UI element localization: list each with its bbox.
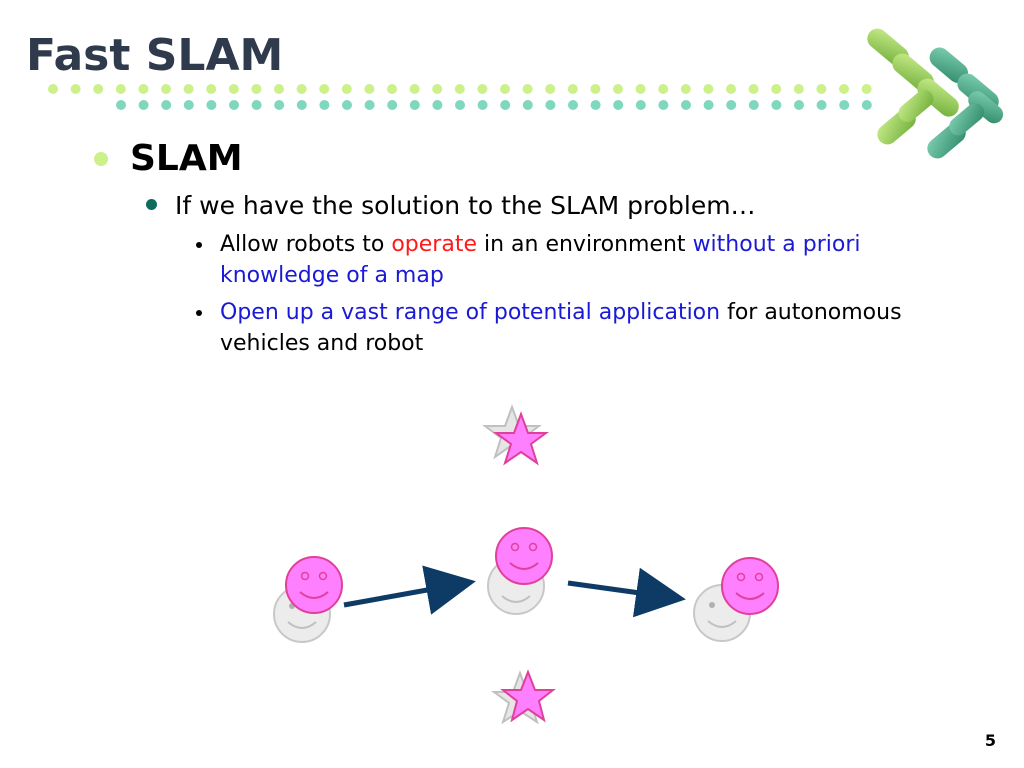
decorative-dot xyxy=(432,100,443,110)
bullet-dot-icon xyxy=(94,152,108,166)
decorative-dot xyxy=(703,84,714,94)
decorative-dot xyxy=(364,84,375,94)
decorative-dot xyxy=(726,100,737,110)
decorative-dot xyxy=(364,100,375,110)
decorative-dot xyxy=(161,100,172,110)
bullet-dot-icon xyxy=(196,310,202,316)
item2-text-b: for autonomous vehicles and robot xyxy=(220,300,902,356)
decorative-dot xyxy=(432,84,443,94)
decorative-dot xyxy=(409,84,420,94)
slide-title: Fast SLAM xyxy=(26,30,284,81)
decorative-dot xyxy=(703,100,714,110)
decorative-dot xyxy=(274,100,285,110)
decorative-dot xyxy=(409,100,420,110)
decorative-dot xyxy=(793,84,804,94)
decorative-dot xyxy=(658,84,669,94)
motion-arrow-1-icon xyxy=(343,565,476,615)
decorative-dot-rows xyxy=(48,84,872,110)
decorative-dot xyxy=(748,84,759,94)
decorative-dot xyxy=(229,100,239,110)
decorative-dot xyxy=(545,84,556,94)
decorative-dot xyxy=(455,100,465,110)
landmark-star-bottom-icon xyxy=(500,669,556,723)
decorative-dot xyxy=(861,100,872,110)
decorative-dot xyxy=(861,84,872,94)
decorative-dot xyxy=(116,100,126,110)
decorative-dot xyxy=(635,84,646,94)
decorative-dot xyxy=(138,84,149,94)
decorative-dot xyxy=(816,100,827,110)
decorative-dot xyxy=(296,100,307,110)
decorative-dot xyxy=(522,84,533,94)
bullet-level1-text: SLAM xyxy=(130,138,243,179)
item1-text-c: in an environment xyxy=(476,232,693,257)
decorative-dot xyxy=(319,100,330,110)
decorative-dot xyxy=(590,100,601,110)
decorative-dot xyxy=(545,100,556,110)
decorative-dot xyxy=(794,100,804,110)
decorative-dot xyxy=(658,100,669,110)
decorative-dot xyxy=(228,84,239,94)
robot-pose2-icon xyxy=(495,527,553,585)
decorative-dot xyxy=(93,84,104,94)
decorative-dot xyxy=(341,84,352,94)
bullet-level3-item2: Open up a vast range of potential applic… xyxy=(196,297,916,359)
decorative-dot xyxy=(635,100,646,110)
bullet-item1-text: Allow robots to operate in an environmen… xyxy=(220,229,916,291)
bullet-item2-text: Open up a vast range of potential applic… xyxy=(220,297,916,359)
page-number: 5 xyxy=(984,731,996,750)
decorative-dot xyxy=(183,100,194,110)
decorative-dot xyxy=(839,84,849,94)
decorative-dot xyxy=(251,84,262,94)
decorative-dot xyxy=(567,84,578,94)
decorative-dot xyxy=(206,100,217,110)
decorative-dot xyxy=(115,84,126,94)
decorative-dot xyxy=(296,84,307,94)
robot-pose3-icon xyxy=(721,557,779,615)
decorative-dot xyxy=(454,84,465,94)
decorative-dot xyxy=(387,100,398,110)
decorative-dot xyxy=(816,84,827,94)
decorative-dot xyxy=(726,84,736,94)
item1-highlight-map: without a priori knowledge of a map xyxy=(220,232,861,288)
decorative-dot xyxy=(206,84,217,94)
decorative-dot xyxy=(477,84,488,94)
item2-highlight-application: Open up a vast range of potential applic… xyxy=(220,300,721,325)
bullet-dot-icon xyxy=(146,199,157,210)
motion-arrow-2-icon xyxy=(567,567,686,618)
decorative-dot xyxy=(613,84,623,94)
bullet-level2-text: If we have the solution to the SLAM prob… xyxy=(175,191,756,220)
decorative-dot xyxy=(500,84,510,94)
decorative-dot xyxy=(48,84,58,94)
decorative-dot xyxy=(477,100,488,110)
decorative-dot xyxy=(590,84,601,94)
bullet-dot-icon xyxy=(196,242,202,248)
item1-highlight-operate: operate xyxy=(391,232,477,257)
decorative-dot xyxy=(161,84,171,94)
decorative-dot xyxy=(183,84,194,94)
decorative-dot xyxy=(748,100,759,110)
decorative-dot xyxy=(319,84,330,94)
decorative-dot xyxy=(613,100,624,110)
decorative-dot xyxy=(680,84,691,94)
decorative-dot xyxy=(342,100,352,110)
item1-text-a: Allow robots to xyxy=(220,232,392,257)
decorative-dot xyxy=(568,100,578,110)
decorative-dot xyxy=(274,84,284,94)
bullet-level3-item1: Allow robots to operate in an environmen… xyxy=(196,229,916,291)
robot-pose1-icon xyxy=(285,556,343,614)
decorative-dot xyxy=(387,84,397,94)
decorative-dot xyxy=(522,100,533,110)
pill-cluster-icon xyxy=(867,28,1004,159)
decorative-dot xyxy=(839,100,850,110)
decorative-dot xyxy=(70,84,81,94)
decorative-dot xyxy=(681,100,691,110)
decorative-dot xyxy=(138,100,149,110)
landmark-star-top-icon xyxy=(492,411,550,466)
decorative-dot xyxy=(771,84,782,94)
decorative-dot xyxy=(771,100,782,110)
decorative-dot xyxy=(500,100,511,110)
decorative-dot xyxy=(251,100,262,110)
